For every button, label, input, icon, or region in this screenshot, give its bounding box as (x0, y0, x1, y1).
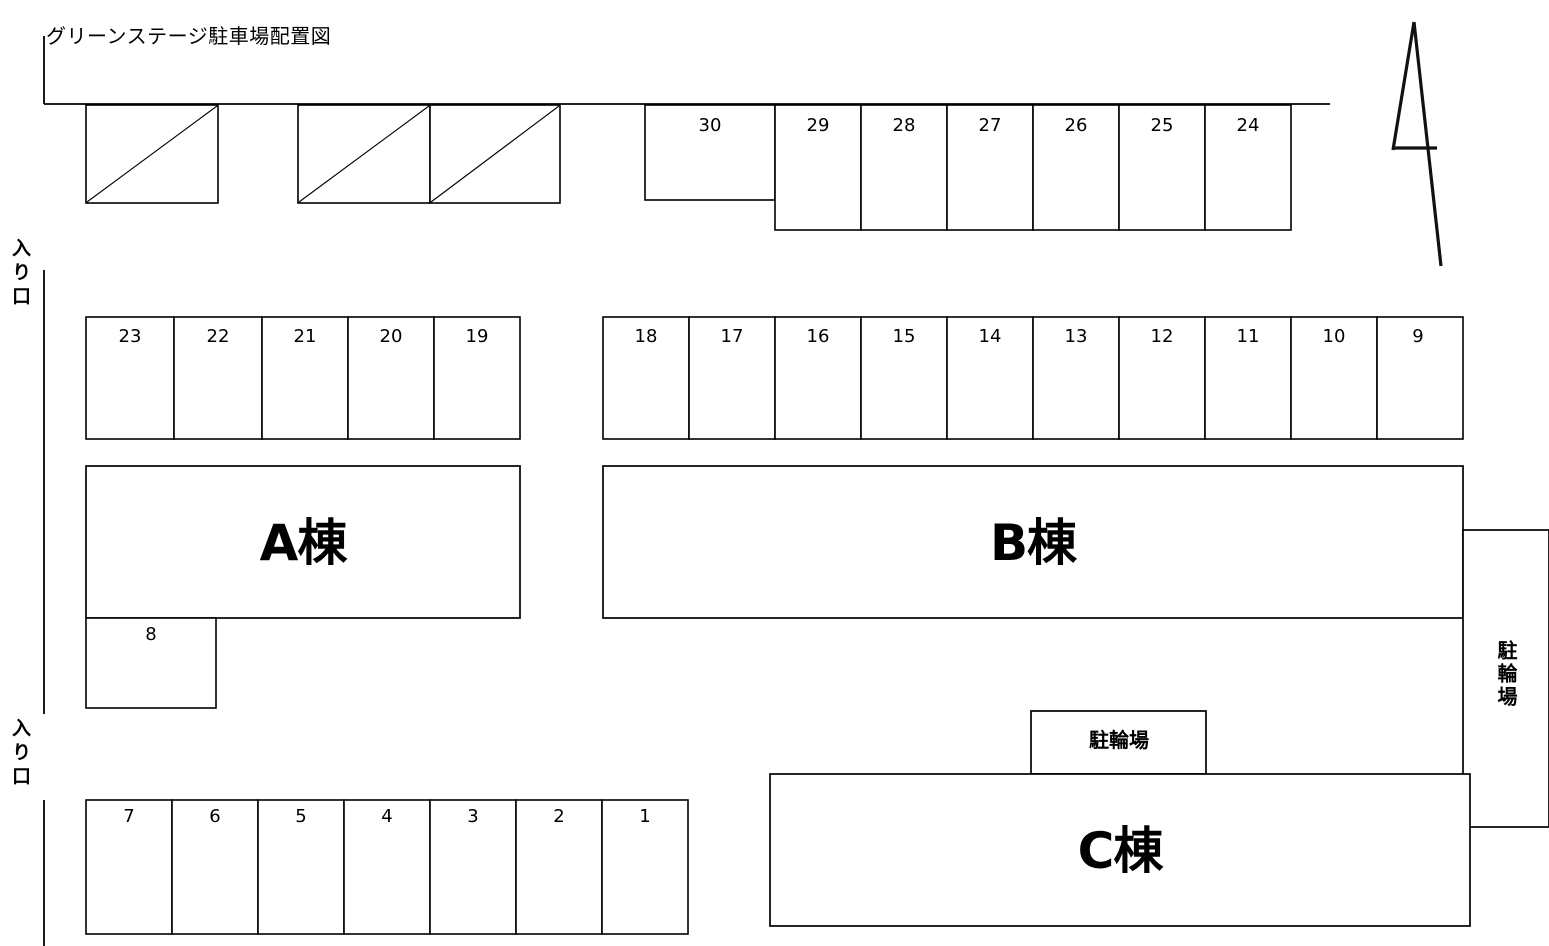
stall-label-14: 14 (978, 326, 1002, 347)
stall-label-6: 6 (209, 806, 221, 827)
building-a-outline (85, 465, 521, 619)
stall-label-2: 2 (553, 806, 565, 827)
stall-label-13: 13 (1064, 326, 1088, 347)
stall-label-9: 9 (1412, 326, 1424, 347)
stall-label-10: 10 (1322, 326, 1346, 347)
stall-box-8[interactable] (85, 617, 217, 709)
north-arrow-icon (1391, 21, 1443, 267)
stall-label-5: 5 (295, 806, 307, 827)
stall-label-4: 4 (381, 806, 393, 827)
stall-box-22[interactable] (173, 316, 263, 440)
blocked-stall-2-diagonal (298, 105, 430, 203)
stall-box-21[interactable] (261, 316, 349, 440)
bike-parking-center-label: 駐輪場 (1089, 728, 1149, 752)
stall-box-11[interactable] (1204, 316, 1292, 440)
stall-box-13[interactable] (1032, 316, 1120, 440)
stall-label-17: 17 (720, 326, 744, 347)
stall-box-2[interactable] (515, 799, 603, 935)
stall-box-24[interactable] (1204, 104, 1292, 231)
mid-left-stall-group (85, 316, 521, 440)
building-a-label: A棟 (259, 514, 348, 572)
stall-box-3[interactable] (429, 799, 517, 935)
stall-box-4[interactable] (343, 799, 431, 935)
stall-label-8: 8 (145, 624, 157, 645)
stall-box-15[interactable] (860, 316, 948, 440)
stall-label-29: 29 (806, 115, 830, 136)
building-c-outline (769, 773, 1471, 927)
stall-label-12: 12 (1150, 326, 1174, 347)
stall-box-18[interactable] (602, 316, 690, 440)
stall-box-19[interactable] (433, 316, 521, 440)
stall-box-6[interactable] (171, 799, 259, 935)
entrance-label-bottom: 入り口 (9, 718, 31, 790)
stall-label-28: 28 (892, 115, 916, 136)
stall-box-25[interactable] (1118, 104, 1206, 231)
stall-box-5[interactable] (257, 799, 345, 935)
stall-label-18: 18 (634, 326, 658, 347)
stall-box-29[interactable] (774, 104, 862, 231)
building-b-outline (602, 465, 1464, 619)
stall-label-30: 30 (698, 115, 722, 136)
top-right-stall-group (774, 104, 1292, 231)
stall-box-30[interactable] (644, 104, 776, 201)
stall-label-25: 25 (1150, 115, 1174, 136)
mid-right-stall-group (602, 316, 1464, 440)
stall-box-14[interactable] (946, 316, 1034, 440)
stall-box-23[interactable] (85, 316, 175, 440)
stall-label-1: 1 (639, 806, 651, 827)
blocked-stall-3-diagonal (430, 105, 560, 203)
bike-parking-right-label: 駐輪場 (1494, 640, 1518, 709)
stall-box-9[interactable] (1376, 316, 1464, 440)
stall-label-11: 11 (1236, 326, 1260, 347)
entrance-label-top: 入り口 (9, 238, 31, 310)
stall-label-26: 26 (1064, 115, 1088, 136)
stall-label-16: 16 (806, 326, 830, 347)
bottom-left-stall-group (85, 799, 689, 935)
building-c-label: C棟 (1077, 822, 1164, 880)
stall-label-15: 15 (892, 326, 916, 347)
bike-parking-center-outline (1030, 710, 1207, 775)
stall-label-27: 27 (978, 115, 1002, 136)
stall-label-19: 19 (465, 326, 489, 347)
stall-box-7[interactable] (85, 799, 173, 935)
blocked-stall-group (85, 104, 561, 204)
stall-label-3: 3 (467, 806, 479, 827)
stall-box-12[interactable] (1118, 316, 1206, 440)
stall-box-20[interactable] (347, 316, 435, 440)
building-b-label: B棟 (989, 514, 1077, 572)
stall-label-24: 24 (1236, 115, 1260, 136)
blocked-stall-1-diagonal (86, 105, 218, 203)
stall-box-10[interactable] (1290, 316, 1378, 440)
stall-label-23: 23 (118, 326, 142, 347)
stall-box-28[interactable] (860, 104, 948, 231)
bike-parking-right-outline (1462, 529, 1549, 828)
stall-label-22: 22 (206, 326, 230, 347)
stall-label-21: 21 (293, 326, 317, 347)
stall-box-17[interactable] (688, 316, 776, 440)
stall-label-20: 20 (379, 326, 403, 347)
page-title: グリーンステージ駐車場配置図 (46, 24, 332, 48)
stall-box-1[interactable] (601, 799, 689, 935)
stall-label-7: 7 (123, 806, 135, 827)
